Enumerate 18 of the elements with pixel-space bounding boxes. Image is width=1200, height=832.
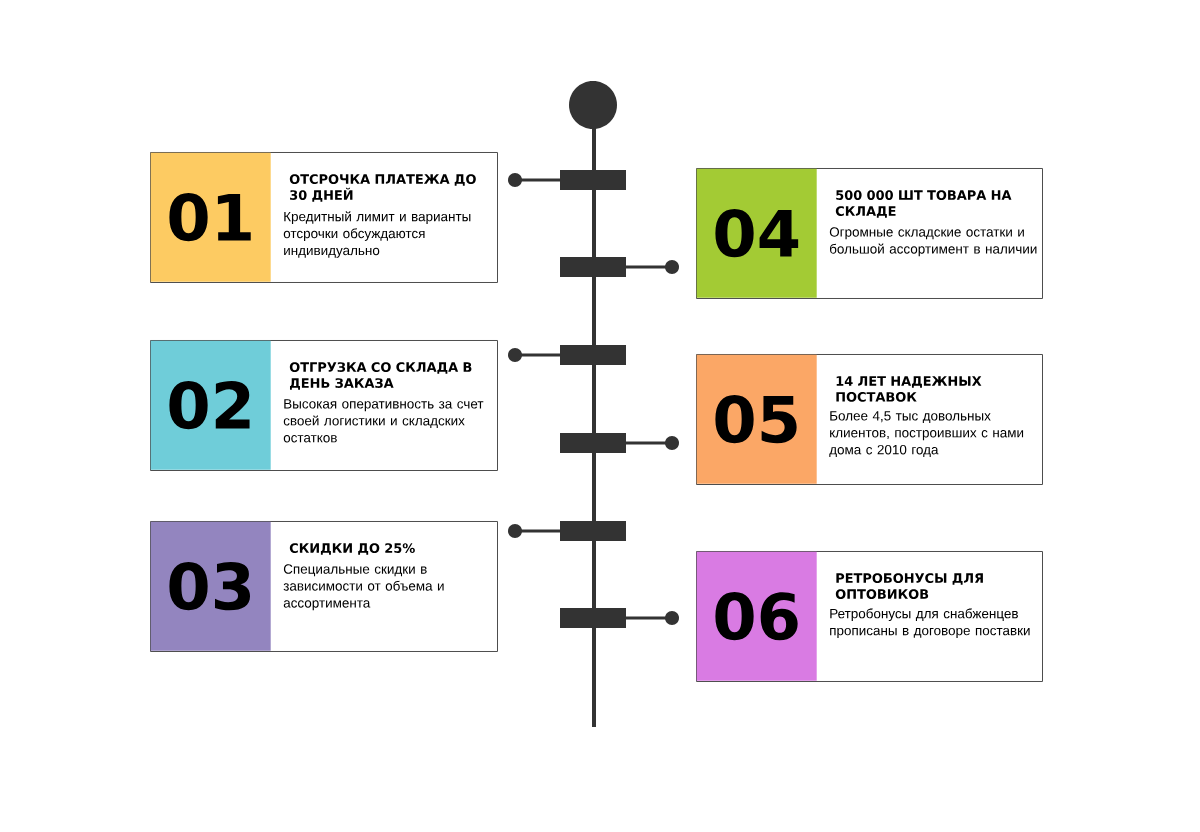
number-panel: 02	[150, 340, 271, 470]
card-description: Огромные складские остатки и большой ассортимент в наличии	[829, 227, 1037, 257]
card-description: Специальные скидки в зависимости от объема и ассортимента	[283, 564, 444, 611]
card-heading: СКИДКИ ДО 25%	[289, 543, 415, 555]
card-description: Высокая оперативность за счет своей логистики и складских остатков	[283, 399, 484, 443]
card-heading: РЕТРОБОНУСЫ ДЛЯ ОПТОВИКОВ	[835, 573, 983, 599]
card-heading: ОТСРОЧКА ПЛАТЕЖА ДО 30 ДНЕЙ	[289, 174, 476, 202]
number-panel: 01	[150, 152, 271, 282]
card-heading: 14 ЛЕТ НАДЕЖНЫХ ПОСТАВОК	[836, 376, 982, 402]
card-description: Кредитный лимит и варианты отсрочки обсуждаются индивидуально	[283, 211, 471, 258]
card-description: Более 4,5 тыс довольных клиентов, построивших с нами дома с 2010 года	[829, 411, 1024, 457]
card-heading: 500 000 ШТ ТОВАРА НА СКЛАДЕ	[835, 190, 1012, 218]
card-heading: ОТГРУЗКА СО СКЛАДА В ДЕНЬ ЗАКАЗА	[289, 362, 472, 390]
number-panel: 05	[696, 354, 817, 484]
number-panel: 06	[696, 551, 817, 681]
number-panel: 03	[150, 521, 271, 651]
card-description: Ретробонусы для снабженцев прописаны в договоре поставки	[830, 608, 1030, 638]
number-panel: 04	[696, 168, 817, 298]
